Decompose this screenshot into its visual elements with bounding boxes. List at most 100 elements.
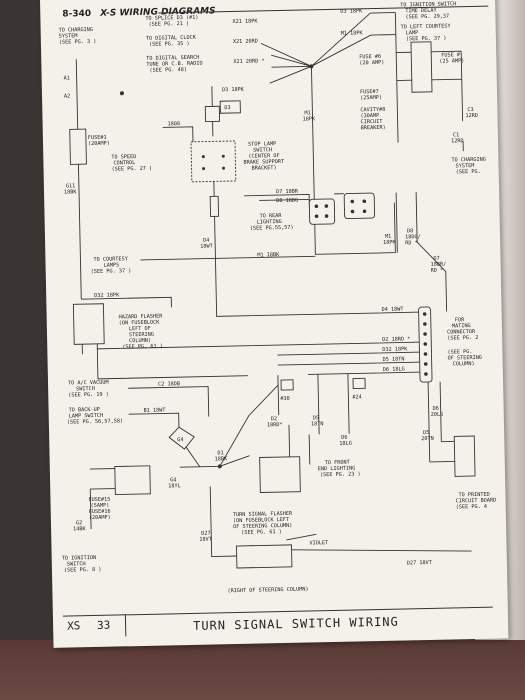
connector-pins xyxy=(119,64,428,469)
svg-text:#30: #30 xyxy=(280,396,289,402)
wire-m1-center xyxy=(310,66,313,105)
wiring-diagram: TO CHARGINGSYSTEM(SEE PG. 3 ) TO SPLICE … xyxy=(59,1,497,595)
svg-text:HAZARD FLASHER(ON FUSEBLOCKLEF: HAZARD FLASHER(ON FUSEBLOCKLEFT OFSTEERI… xyxy=(119,313,164,350)
svg-text:M118PK: M118PK xyxy=(302,110,316,122)
svg-text:C2 18DB: C2 18DB xyxy=(158,381,180,387)
svg-text:TO LEFT COURTESYLAMP(SEE PG. 3: TO LEFT COURTESYLAMP(SEE PG. 37 ) xyxy=(401,23,452,42)
svg-text:TO DIGITAL SEARCHTUNE OR C.B.: TO DIGITAL SEARCHTUNE OR C.B. RADIO(SEE … xyxy=(146,55,203,74)
svg-text:FUSE#1(20AMP): FUSE#1(20AMP) xyxy=(88,135,110,147)
wire-fuse-taps xyxy=(396,51,412,81)
labels: TO CHARGINGSYSTEM(SEE PG. 3 ) TO SPLICE … xyxy=(59,1,497,595)
svg-text:TO PRINTEDCIRCUIT BOARD(SEE PG: TO PRINTEDCIRCUIT BOARD(SEE PG. 4 xyxy=(455,492,496,511)
svg-text:M118PK: M118PK xyxy=(383,234,397,246)
svg-text:TO IGNITIONSWITCH(SEE PG. 8 ): TO IGNITIONSWITCH(SEE PG. 8 ) xyxy=(62,555,102,574)
svg-text:D618LG: D618LG xyxy=(339,435,352,447)
svg-text:A1A2: A1A2 xyxy=(64,75,71,99)
svg-text:D818DG/RD *: D818DG/RD * xyxy=(405,228,421,246)
footer-section-code: XS xyxy=(66,619,81,633)
svg-text:M1 18PK: M1 18PK xyxy=(341,30,364,36)
svg-text:D3 18PK: D3 18PK xyxy=(340,8,363,14)
svg-text:C312RD: C312RD xyxy=(465,107,478,119)
svg-text:D2718VT: D2718VT xyxy=(199,531,212,543)
svg-text:D7 18BR: D7 18BR xyxy=(276,189,299,195)
hazard-flasher-box xyxy=(72,303,105,345)
svg-text:D620LG: D620LG xyxy=(431,406,444,418)
svg-text:G4: G4 xyxy=(177,437,183,443)
svg-text:G1118BK: G1118BK xyxy=(64,183,78,195)
stop-lamp-switch xyxy=(190,140,237,183)
turn-signal-flasher-box xyxy=(259,456,301,493)
wire-top-right xyxy=(370,12,396,36)
svg-text:FUSE#7(25AMP): FUSE#7(25AMP) xyxy=(360,89,382,101)
svg-text:CAVITY#8(30AMPCIRCUITBREAKER): CAVITY#8(30AMPCIRCUITBREAKER) xyxy=(360,107,385,132)
wire-converge-right xyxy=(311,12,372,67)
wire-d8-d7 xyxy=(395,192,448,312)
svg-text:TO COURTESYLAMPS(SEE PG. 37 ): TO COURTESYLAMPS(SEE PG. 37 ) xyxy=(90,256,131,275)
svg-text:G214BK: G214BK xyxy=(73,520,87,532)
svg-text:C112RD: C112RD xyxy=(451,132,464,144)
wire-d2-d5-d6 xyxy=(277,373,350,435)
wire-fuse-out xyxy=(431,50,463,102)
svg-text:D2 18RD *: D2 18RD * xyxy=(382,336,410,343)
svg-text:#24: #24 xyxy=(352,394,361,400)
svg-text:D6 18LG: D6 18LG xyxy=(383,366,405,372)
svg-text:FORMATINGCONNECTOR(SEE PG. 2: FORMATINGCONNECTOR(SEE PG. 2 xyxy=(447,317,479,342)
svg-text:D718BR/RD *: D718BR/RD * xyxy=(430,256,446,274)
mating-connector-right xyxy=(343,192,376,220)
wire-left-top xyxy=(75,59,79,130)
printed-circuit-connector xyxy=(453,435,476,477)
svg-text:X21 18PK: X21 18PK xyxy=(232,18,258,25)
ground-point xyxy=(119,91,124,96)
svg-text:D8 18DG: D8 18DG xyxy=(276,198,298,204)
svg-text:FUSE#15(5AMP)FUSE#16(20AMP): FUSE#15(5AMP)FUSE#16(20AMP) xyxy=(88,497,110,521)
ground-30-box xyxy=(280,379,294,391)
svg-text:X21 20RD: X21 20RD xyxy=(233,38,258,45)
svg-text:FUSE #6(20 AMP): FUSE #6(20 AMP) xyxy=(359,54,384,67)
svg-text:TURN SIGNAL FLASHER(ON FUSEBLO: TURN SIGNAL FLASHER(ON FUSEBLOCK LEFTOF … xyxy=(233,511,294,536)
fuse1-box xyxy=(69,128,87,165)
svg-text:VIOLET: VIOLET xyxy=(309,540,328,546)
svg-text:D218RD*: D218RD* xyxy=(267,416,283,428)
wire-stop-top xyxy=(211,86,214,137)
wire-left-down xyxy=(78,204,82,300)
d3-box xyxy=(219,100,241,114)
svg-text:D518TN: D518TN xyxy=(311,415,324,427)
svg-text:TO DIGITAL CLOCK(SEE PG. 35 ): TO DIGITAL CLOCK(SEE PG. 35 ) xyxy=(146,35,197,48)
svg-text:D32 18PK: D32 18PK xyxy=(94,292,120,299)
desk-surface xyxy=(0,640,525,700)
svg-text:FUSE #(25 AMP): FUSE #(25 AMP) xyxy=(439,52,464,65)
splice-box xyxy=(204,105,221,123)
wire-b1 xyxy=(128,412,201,468)
fuse-block-right xyxy=(410,41,433,93)
svg-text:TO A/C VACUUMSWITCH(SEE PG. 19: TO A/C VACUUMSWITCH(SEE PG. 19 ) xyxy=(68,380,109,399)
svg-text:(RIGHT OF STEERING COLUMN): (RIGHT OF STEERING COLUMN) xyxy=(227,587,308,595)
manual-page: 8-340 X-S WIRING DIAGRAMS xyxy=(40,0,509,648)
mating-connector-left xyxy=(308,198,336,225)
svg-text:D4 18WT: D4 18WT xyxy=(382,306,404,312)
svg-text:D32 18PK: D32 18PK xyxy=(382,346,408,353)
svg-text:G418YL: G418YL xyxy=(168,477,181,489)
svg-text:D5 18TN: D5 18TN xyxy=(383,356,405,362)
svg-text:D3 18PK: D3 18PK xyxy=(222,87,245,93)
g4-splice xyxy=(168,426,195,450)
svg-text:M1 18BK: M1 18BK xyxy=(257,252,280,258)
footer-title: TURN SIGNAL SWITCH WIRING xyxy=(192,614,399,633)
wire-c3 xyxy=(461,101,464,152)
svg-text:TO SPLICE D3 (#1)(SEE PG. 21 ): TO SPLICE D3 (#1)(SEE PG. 21 ) xyxy=(145,15,198,28)
wire-violet xyxy=(286,533,317,541)
svg-text:(SEE PG.OF STEERINGCOLUMN): (SEE PG.OF STEERINGCOLUMN) xyxy=(447,349,482,368)
wire-m1-route xyxy=(311,104,396,255)
wire-fuse-block-vert xyxy=(394,12,399,143)
wire-converge xyxy=(260,42,312,84)
wire-d27 xyxy=(209,486,237,557)
svg-text:TO SPEEDCONTROL(SEE PG. 27 ): TO SPEEDCONTROL(SEE PG. 27 ) xyxy=(111,154,152,173)
svg-text:X21 20RD *: X21 20RD * xyxy=(233,58,264,65)
components xyxy=(69,41,476,569)
wire-1808 xyxy=(162,126,194,147)
wire-d32-top xyxy=(156,296,172,308)
wire-d32-route xyxy=(96,338,428,380)
svg-text:D3: D3 xyxy=(224,105,230,111)
footer-section: XS 33 xyxy=(62,614,127,638)
wire-c2 xyxy=(128,386,210,417)
